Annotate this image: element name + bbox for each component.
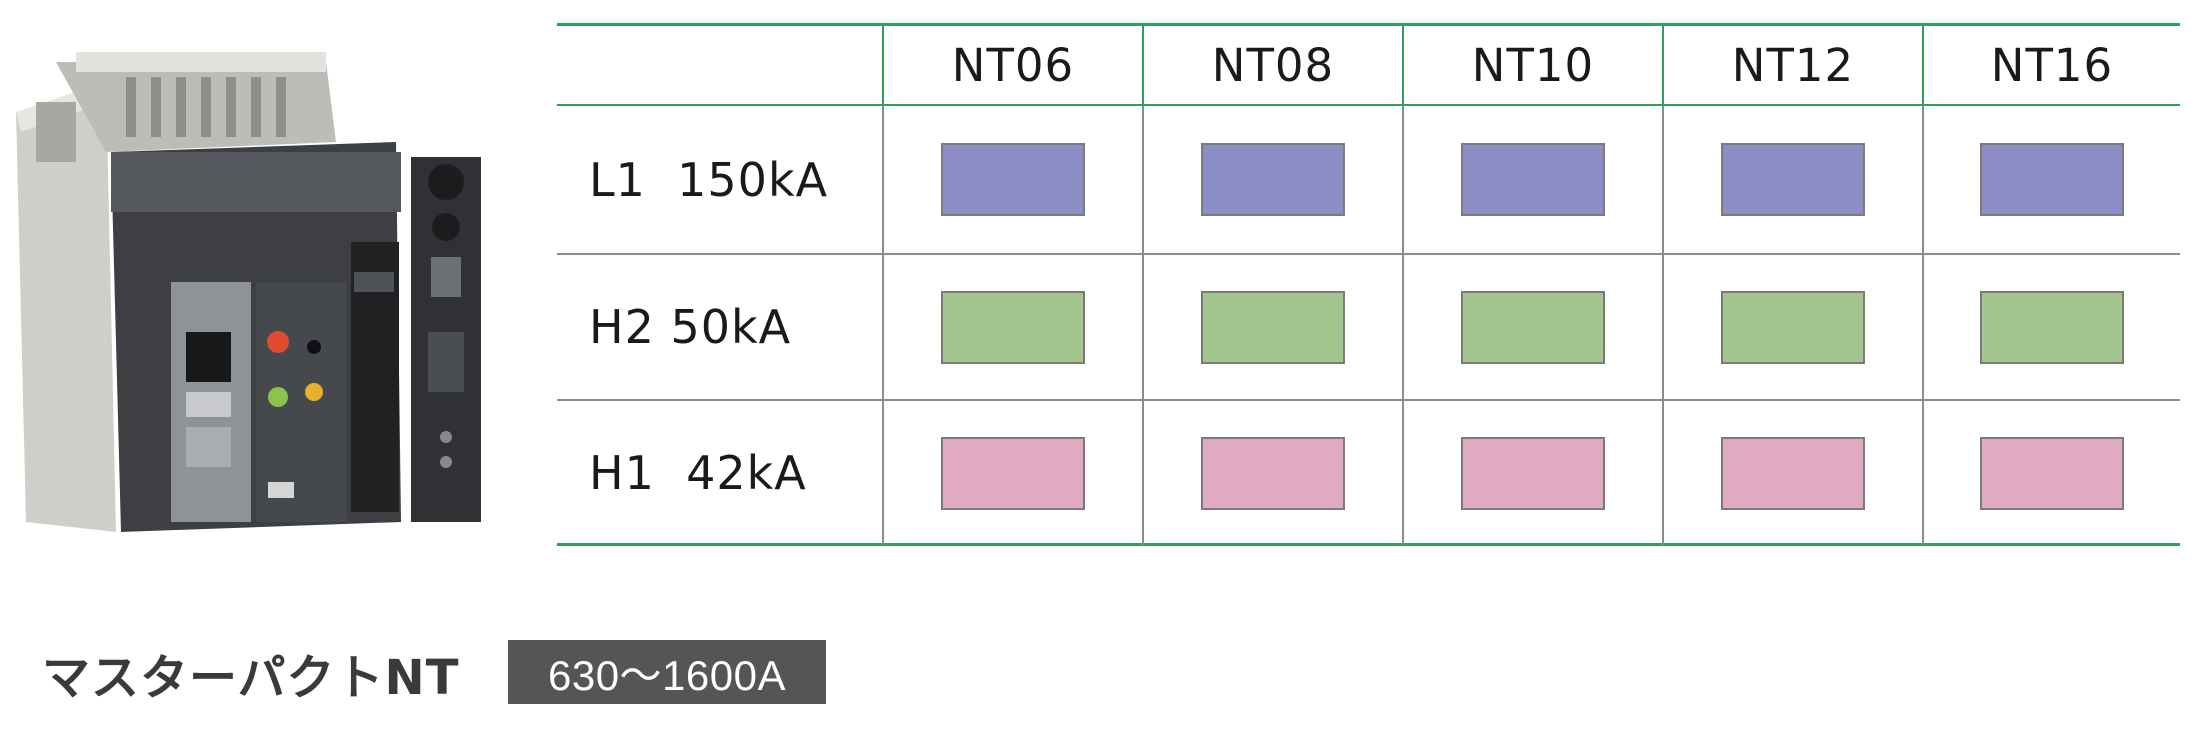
table-cell — [1922, 106, 2180, 253]
rating-swatch-h1 — [1461, 436, 1605, 510]
rating-swatch-h1 — [941, 436, 1085, 510]
table-cell — [1142, 253, 1402, 399]
rating-swatch-h1 — [1201, 436, 1345, 510]
rating-swatch-h1 — [1721, 436, 1865, 510]
table-cell — [882, 399, 1142, 545]
table-cell — [1142, 399, 1402, 545]
column-header-label: NT12 — [1731, 38, 1855, 92]
current-range-badge: 630〜1600A — [508, 640, 826, 704]
table-cell — [1662, 399, 1922, 545]
table-cell — [1662, 106, 1922, 253]
rating-swatch-h2 — [1201, 290, 1345, 364]
rating-swatch-h2 — [1980, 290, 2124, 364]
table-cell — [1922, 253, 2180, 399]
column-header-label: NT06 — [951, 38, 1075, 92]
rating-swatch-l1 — [1721, 143, 1865, 216]
rating-table: NT06 NT08 NT10 NT12 NT16 L1 150kA H2 50k… — [557, 23, 2180, 546]
rating-swatch-h2 — [1461, 290, 1605, 364]
row-label-text: L1 150kA — [589, 152, 829, 207]
rating-swatch-l1 — [941, 143, 1085, 216]
table-corner — [557, 26, 882, 106]
table-cell — [1922, 399, 2180, 545]
column-header-nt12: NT12 — [1662, 26, 1922, 106]
row-label-h1: H1 42kA — [557, 399, 882, 545]
table-cell — [1402, 399, 1662, 545]
column-header-label: NT16 — [1990, 38, 2114, 92]
rating-swatch-l1 — [1201, 143, 1345, 216]
circuit-breaker-photo — [16, 42, 486, 542]
table-cell — [1402, 106, 1662, 253]
row-label-text: H2 50kA — [589, 300, 792, 354]
rating-swatch-h1 — [1980, 436, 2124, 510]
rating-swatch-l1 — [1461, 143, 1605, 216]
table-cell — [1402, 253, 1662, 399]
row-label-text: H1 42kA — [589, 446, 807, 500]
table-cell — [1662, 253, 1922, 399]
table-cell — [882, 106, 1142, 253]
row-label-h2: H2 50kA — [557, 253, 882, 399]
table-cell — [1142, 106, 1402, 253]
row-label-l1: L1 150kA — [557, 106, 882, 253]
column-header-nt16: NT16 — [1922, 26, 2180, 106]
column-header-nt10: NT10 — [1402, 26, 1662, 106]
rating-swatch-h2 — [1721, 290, 1865, 364]
product-name: マスターパクトNT — [42, 650, 460, 706]
column-header-nt08: NT08 — [1142, 26, 1402, 106]
rating-swatch-l1 — [1980, 143, 2124, 216]
rating-swatch-h2 — [941, 290, 1085, 364]
table-cell — [882, 253, 1142, 399]
current-range-text: 630〜1600A — [547, 651, 787, 699]
column-header-label: NT08 — [1211, 38, 1335, 92]
column-header-label: NT10 — [1471, 38, 1595, 92]
column-header-nt06: NT06 — [882, 26, 1142, 106]
